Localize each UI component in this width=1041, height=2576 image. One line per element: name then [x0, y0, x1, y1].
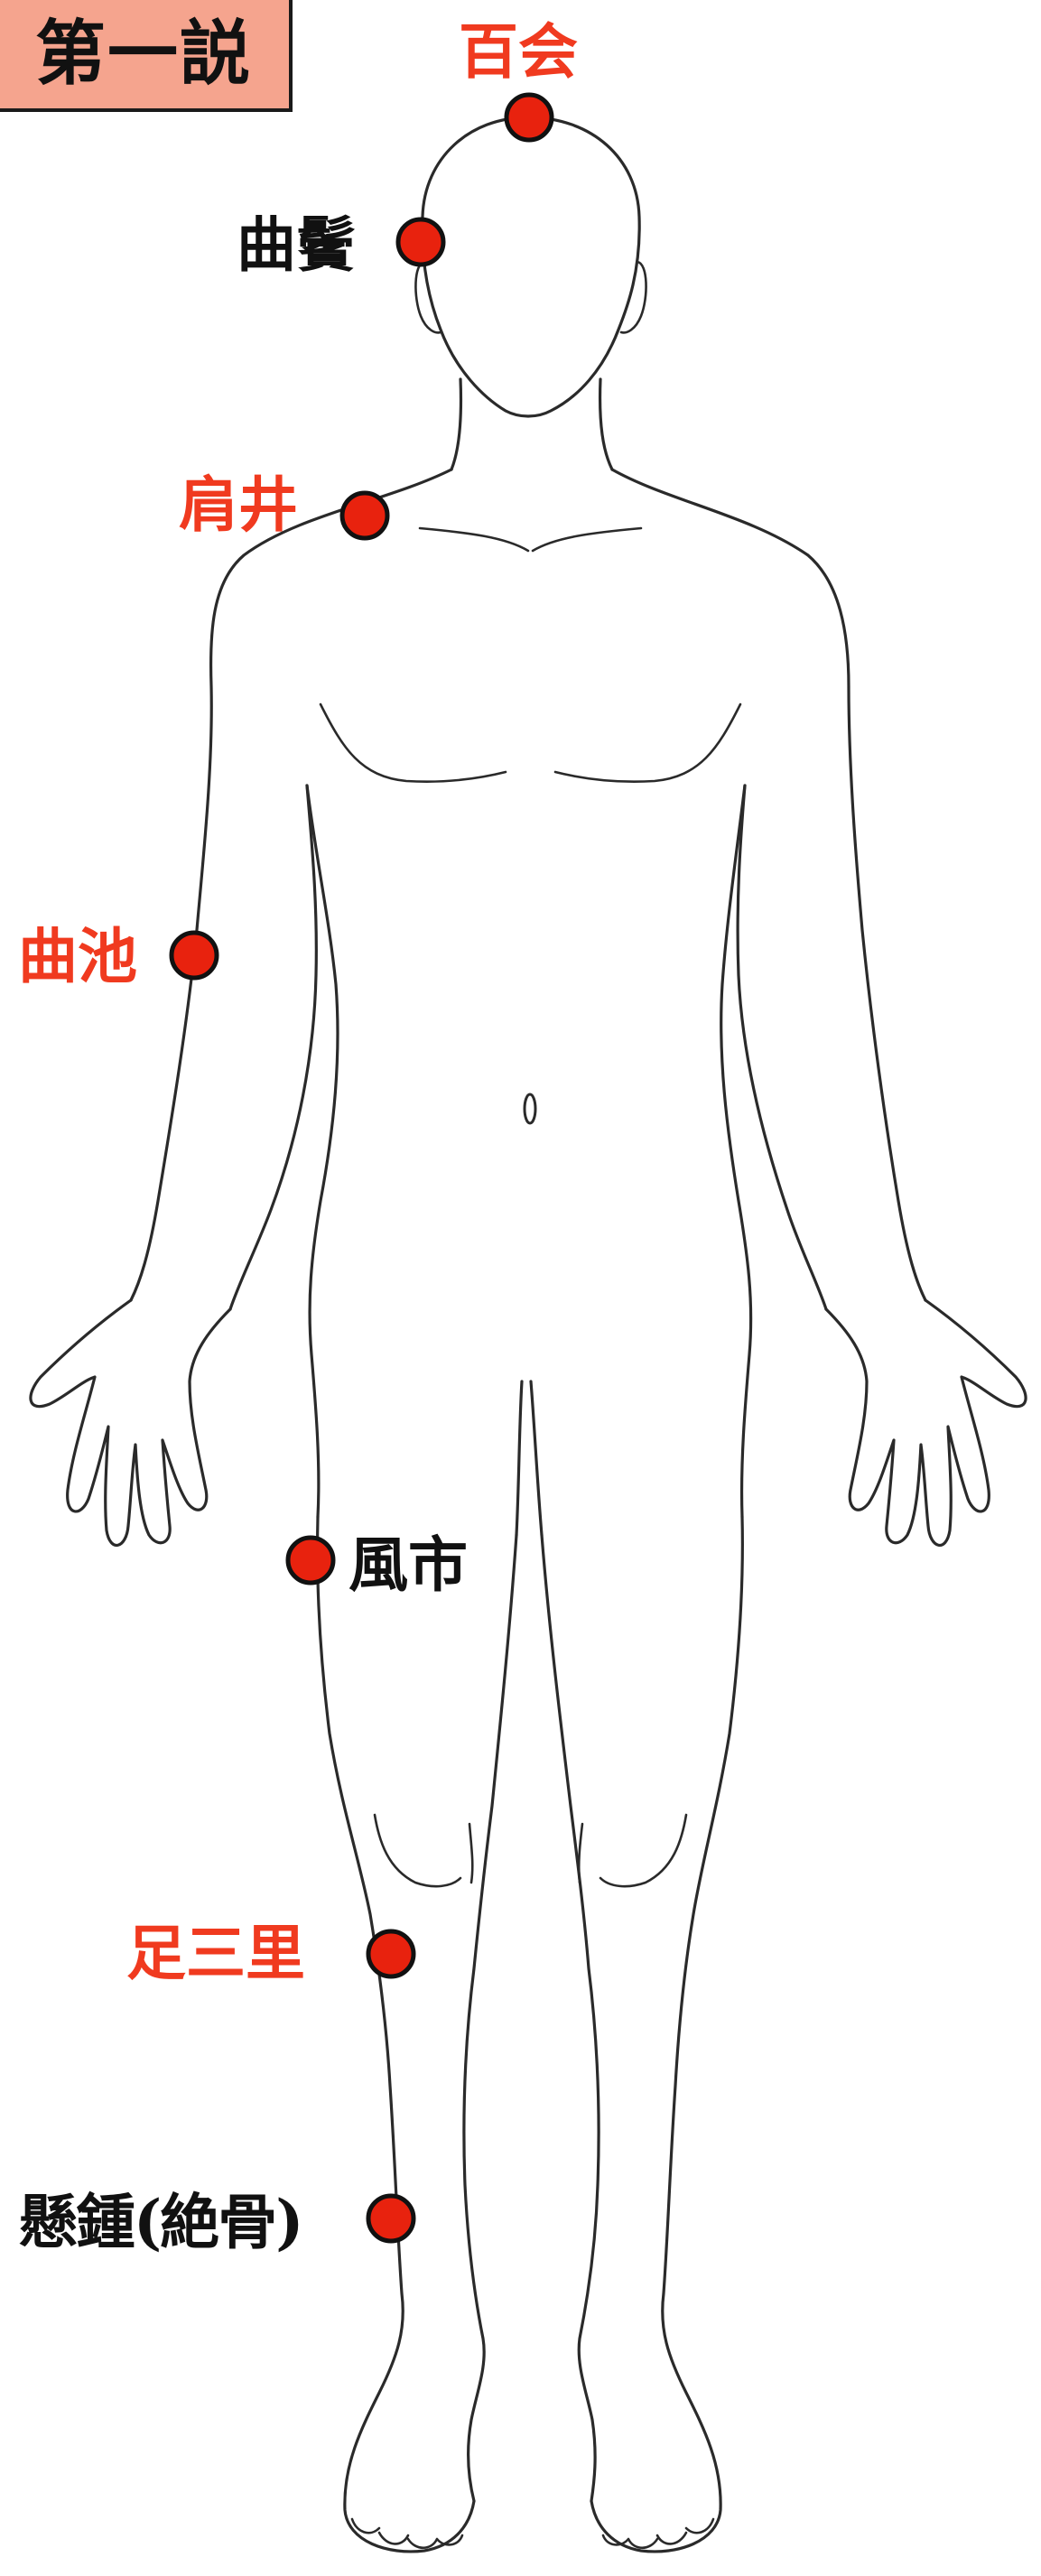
left-hand	[31, 1300, 230, 1545]
left-leg-outer	[318, 1517, 474, 2552]
chest-right	[555, 704, 740, 782]
label-ashisanri: 足三里	[126, 1923, 305, 1983]
label-fushi: 風市	[349, 1535, 468, 1595]
label-kensho: 懸鍾(絶骨)	[18, 2192, 302, 2252]
right-shoulder-arm	[612, 470, 925, 1300]
acupoint-marker-hyakue	[507, 95, 552, 140]
label-kensei: 肩井	[179, 475, 298, 535]
acupoint-marker-ashisanri	[368, 1931, 414, 1976]
right-knee-inner	[579, 1824, 582, 1883]
navel	[525, 1094, 535, 1123]
label-hyakue: 百会	[459, 22, 578, 81]
chest-left	[321, 704, 506, 782]
right-inner-arm	[738, 786, 826, 1309]
left-knee	[375, 1815, 460, 1886]
torso-left	[307, 786, 338, 1517]
right-ear	[621, 262, 646, 332]
label-kyokubin: 曲鬢	[237, 215, 356, 274]
right-hand	[826, 1300, 1026, 1545]
clavicle-left	[420, 528, 528, 551]
acupoint-marker-kyokubin	[398, 219, 443, 265]
crotch-right	[531, 1381, 542, 1535]
left-inner-arm	[230, 786, 316, 1309]
torso-right	[721, 786, 751, 1517]
right-leg-inner	[542, 1535, 599, 2501]
head-outline	[423, 117, 639, 416]
acupoint-marker-kensho	[368, 2196, 414, 2241]
acupoint-marker-kensei	[342, 493, 387, 538]
left-knee-inner	[469, 1824, 472, 1883]
clavicle-right	[533, 528, 641, 551]
neck-right	[600, 379, 612, 470]
crotch	[516, 1381, 522, 1535]
left-shoulder-arm	[131, 470, 451, 1300]
right-knee	[600, 1815, 686, 1886]
acupoint-marker-fushi	[288, 1538, 333, 1583]
acupoint-marker-kyokuchi	[172, 933, 217, 978]
left-leg-inner	[464, 1535, 516, 2501]
label-kyokuchi: 曲池	[18, 926, 137, 986]
neck-left	[451, 379, 461, 470]
right-leg-outer	[591, 1517, 742, 2552]
